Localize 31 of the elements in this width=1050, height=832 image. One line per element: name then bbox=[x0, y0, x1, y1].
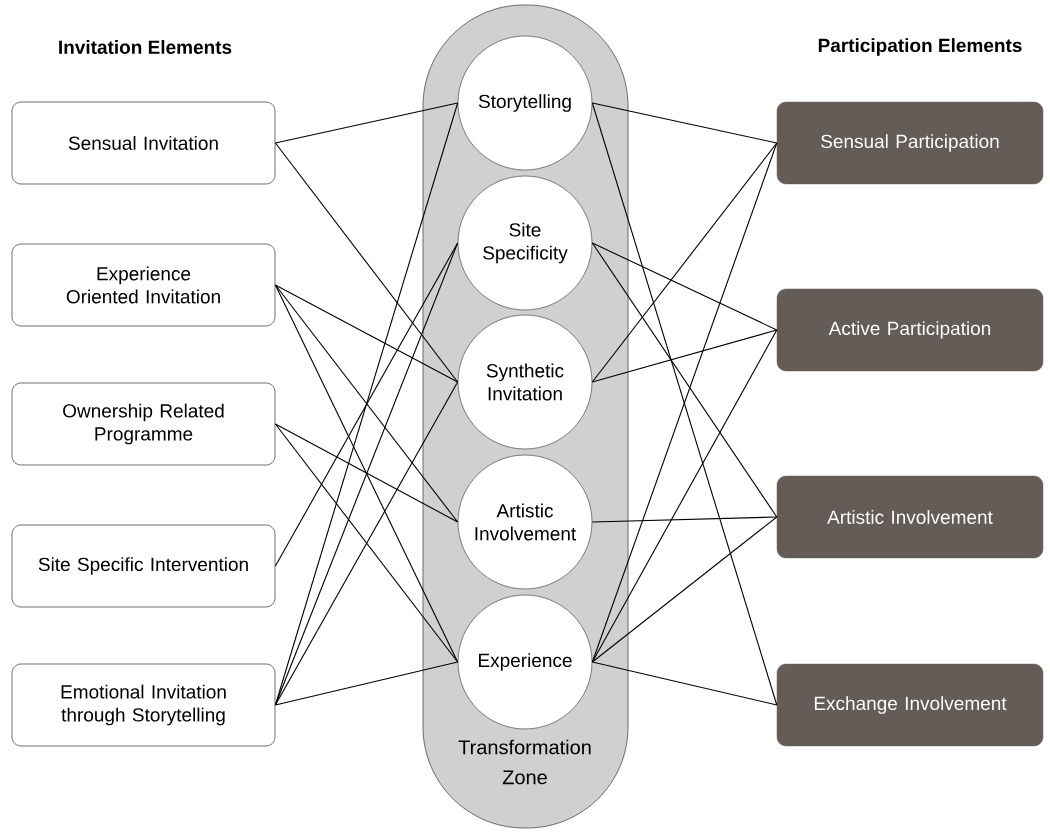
connector-line bbox=[591, 516, 778, 663]
connector-line bbox=[274, 242, 459, 567]
connector-line bbox=[274, 284, 459, 383]
element-box: Ownership Related Programme bbox=[11, 382, 276, 466]
element-box: Sensual Invitation bbox=[11, 101, 276, 185]
element-box: Artistic Involvement bbox=[776, 475, 1044, 559]
connector-line bbox=[274, 142, 459, 383]
connector-line bbox=[591, 329, 778, 383]
connector-line bbox=[591, 329, 778, 663]
element-box: Experience Oriented Invitation bbox=[11, 243, 276, 327]
connector-line bbox=[274, 102, 459, 706]
connector-line bbox=[591, 242, 778, 518]
element-box: Active Participation bbox=[776, 288, 1044, 372]
connector-line bbox=[274, 102, 459, 144]
connector-line bbox=[274, 284, 459, 663]
connector-line bbox=[591, 142, 778, 383]
connector-line bbox=[274, 284, 459, 523]
connector-line bbox=[591, 661, 778, 706]
column-heading: Participation Elements bbox=[818, 38, 1022, 56]
connector-line bbox=[591, 102, 778, 144]
connector-line bbox=[591, 242, 778, 331]
column-heading: Invitation Elements bbox=[59, 40, 232, 54]
connector-line bbox=[274, 381, 459, 706]
connector-line bbox=[274, 423, 459, 663]
connector-line bbox=[274, 661, 459, 706]
connector-line bbox=[274, 423, 459, 523]
element-box: Sensual Participation bbox=[776, 101, 1044, 185]
connector-line bbox=[591, 516, 778, 523]
element-box: Emotional Invitation through Storytelling bbox=[11, 663, 276, 747]
element-box: Site Specific Intervention bbox=[11, 524, 276, 608]
element-box: Exchange Involvement bbox=[776, 663, 1044, 747]
